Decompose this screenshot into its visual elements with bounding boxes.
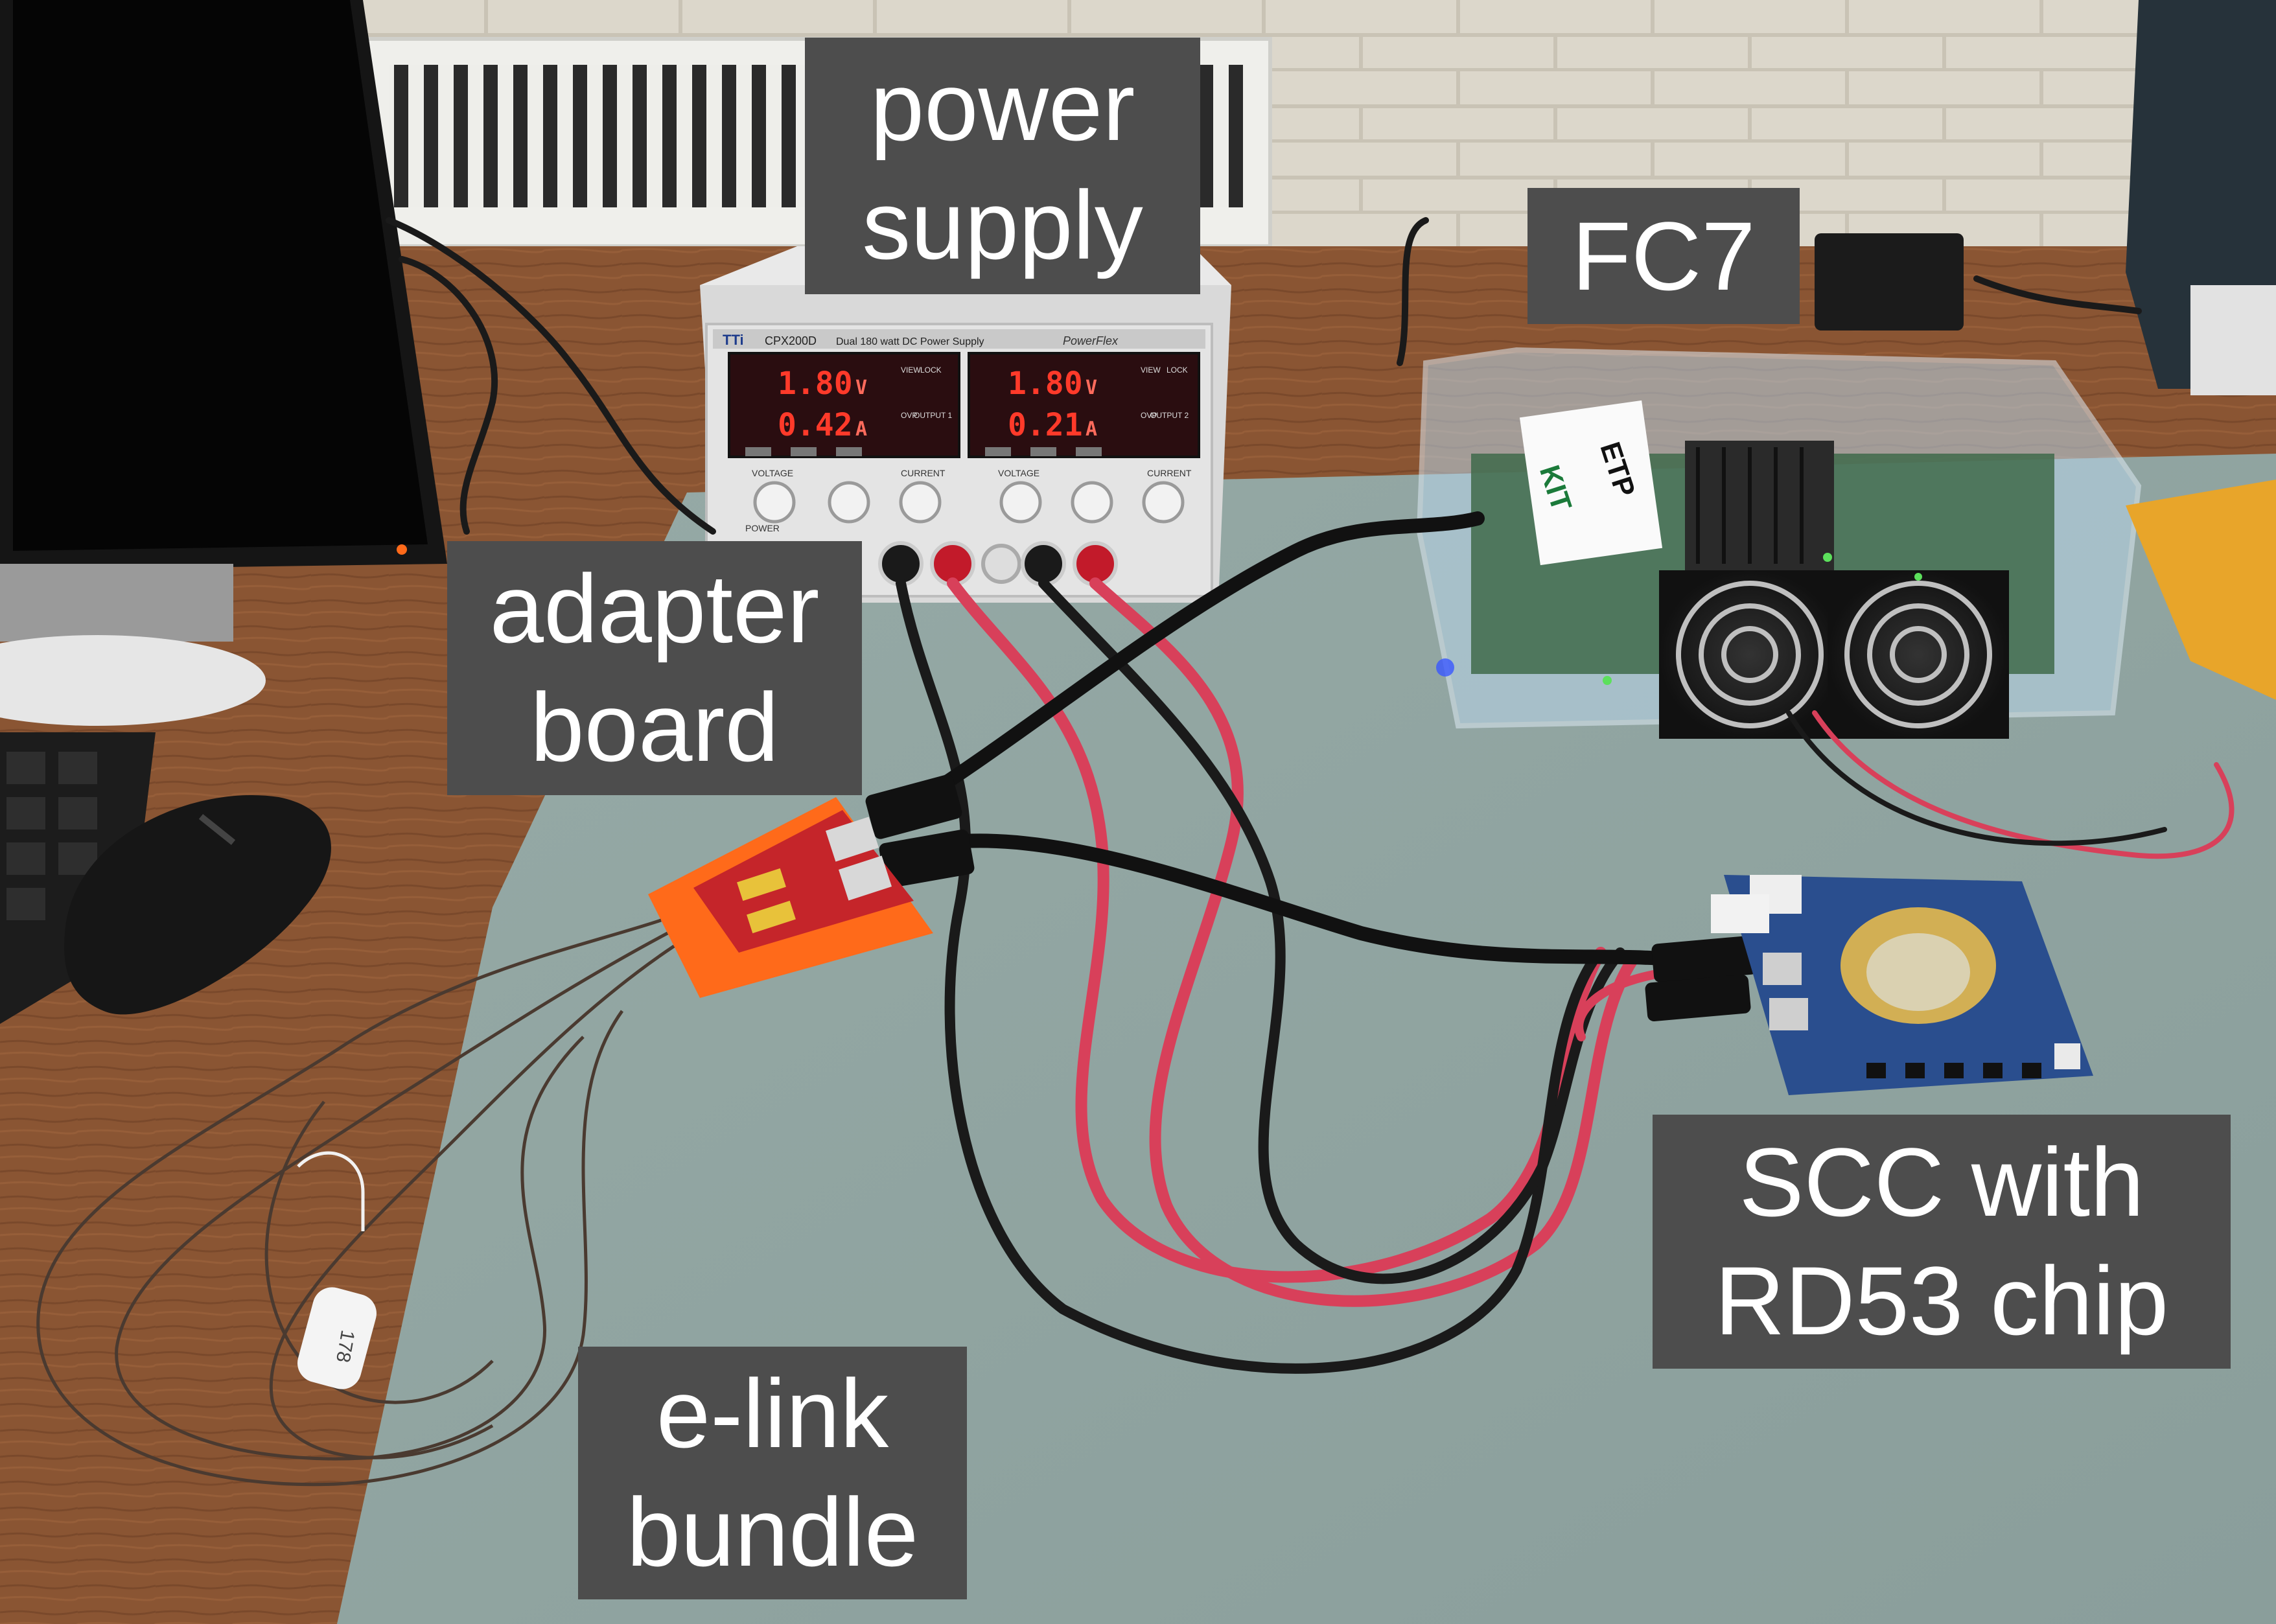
ch1-current-unit: A [855,418,867,441]
ch2-lock-label: LOCK [1167,365,1188,375]
label-fc7-line1: FC7 [1572,201,1756,310]
ch2-output-label: OUTPUT 2 [1150,411,1189,420]
ch2-current-unit: A [1086,418,1097,441]
label-power-supply-line2: supply [862,170,1143,279]
ch2-current-knob-label: CURRENT [1147,468,1192,478]
cable-tag: 178 [297,1151,377,1389]
label-elink-bundle: e-link bundle [578,1347,967,1599]
label-scc-line1: SCC with [1739,1128,2144,1236]
psu-series: PowerFlex [1063,334,1119,347]
label-fc7: FC7 [1527,188,1800,324]
computer-mouse [64,795,331,1015]
output-terminals [878,541,1118,586]
label-adapter-board-line2: board [530,673,779,782]
psu-knobs [753,481,1185,524]
psu-model: CPX200D [765,334,817,347]
board-right-edge [2126,480,2276,700]
power-adapter-brick [1815,233,1964,331]
label-power-supply: power supply [805,38,1200,294]
ch2-voltage-knob-label: VOLTAGE [998,468,1039,478]
ch1-voltage-unit: V [855,377,867,399]
psu-brand: TTi [723,332,744,348]
ch1-output-label: OUTPUT 1 [914,411,952,420]
ch1-current-knob-label: CURRENT [901,468,946,478]
ch1-lock-label: LOCK [920,365,942,375]
label-adapter-board: adapter board [447,541,862,795]
ch2-voltage-unit: V [1086,377,1097,399]
scc-board [1711,875,2093,1095]
power-switch-label: POWER [745,523,780,533]
ch1-current-display: 0.42 [778,407,853,443]
ch1-voltage-display: 1.80 [778,365,853,402]
cables [386,217,2235,1374]
fc7-board: ETP KIT [1416,347,2142,739]
ch1-ovp-label: OVP [901,411,917,420]
ch2-view-label: VIEW [1141,365,1161,375]
psu-description: Dual 180 watt DC Power Supply [836,336,984,347]
ch1-voltage-knob-label: VOLTAGE [752,468,793,478]
ch1-view-label: VIEW [901,365,921,375]
ch2-ovp-label: OVP [1141,411,1157,420]
label-elink-line2: bundle [626,1478,919,1586]
label-scc-line2: RD53 chip [1714,1246,2169,1355]
label-power-supply-line1: power [870,52,1135,161]
label-adapter-board-line1: adapter [489,554,820,663]
ch2-current-display: 0.21 [1008,407,1083,443]
label-scc: SCC with RD53 chip [1653,1115,2231,1369]
ch2-voltage-display: 1.80 [1008,365,1083,402]
label-elink-line1: e-link [656,1359,889,1468]
computer-monitor [0,0,447,726]
elink-bundle [36,918,675,1487]
displayport-connectors [865,774,1758,1022]
adapter-board [648,797,933,998]
